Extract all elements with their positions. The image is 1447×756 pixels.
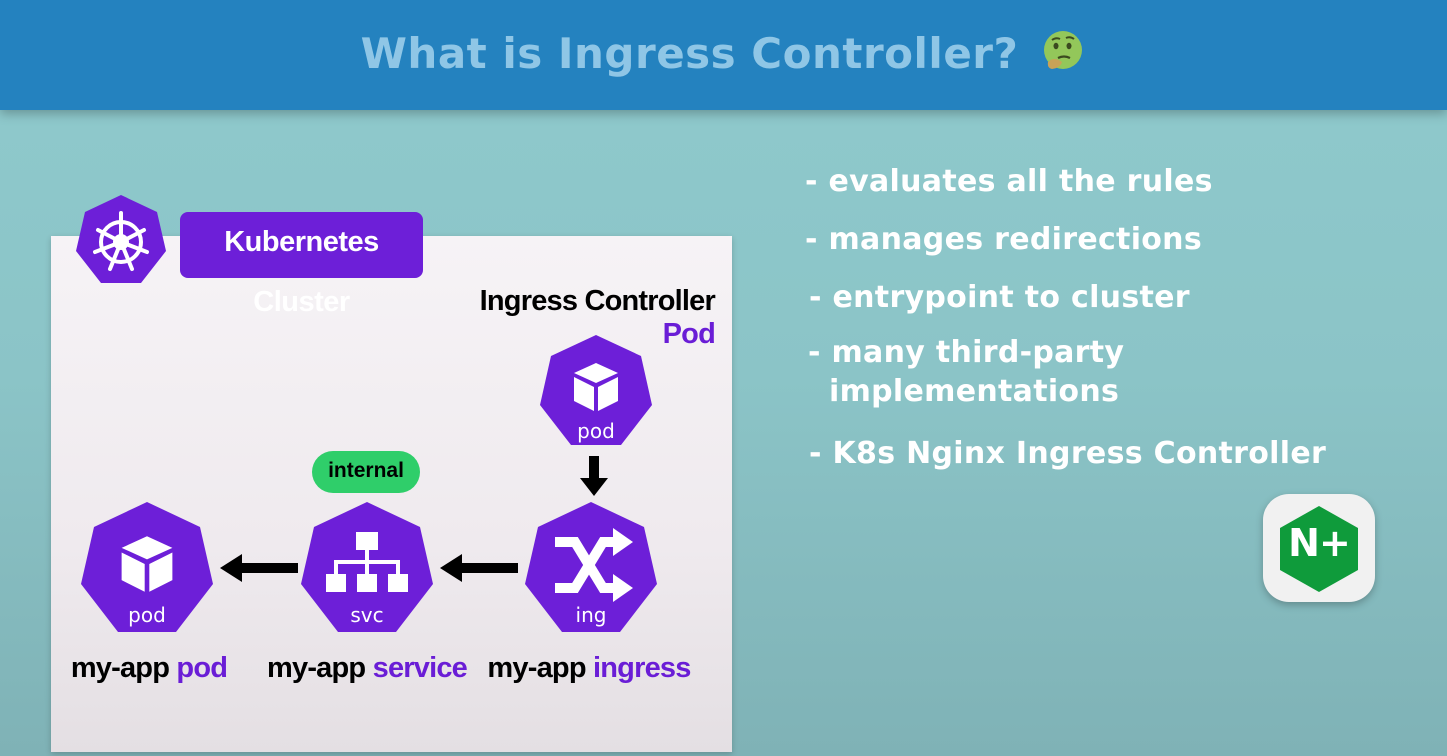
my-app-ingress-label: my-app ingress [484, 652, 694, 685]
service-hierarchy-icon [326, 532, 408, 592]
my-app-ingress-label-accent: ingress [593, 652, 691, 684]
my-app-pod-label-prefix: my-app [70, 652, 170, 684]
kubernetes-cluster-label: Kubernetes Cluster [180, 212, 423, 318]
bullet-item: - many third-party [808, 335, 1125, 370]
my-app-pod-label: my-app pod [57, 652, 241, 685]
header-bar: What is Ingress Controller? [0, 0, 1447, 110]
bullet-item: - manages redirections [805, 222, 1202, 257]
cube-icon [574, 363, 618, 411]
ingress-controller-label-prefix: Ingress Controller [479, 285, 716, 317]
cube-icon [121, 536, 173, 592]
slide-title: What is Ingress Controller? [0, 28, 1447, 84]
controller-pod-icon-label: pod [577, 419, 615, 443]
slide-title-text: What is Ingress Controller? [360, 29, 1019, 78]
my-app-ingress-label-prefix: my-app [487, 652, 586, 684]
bullet-item: - entrypoint to cluster [809, 280, 1190, 315]
my-app-pod-label-accent: pod [176, 652, 228, 684]
ingress-controller-pod-label: Ingress Controller Pod [440, 285, 716, 351]
my-app-service-label: my-app service [262, 652, 472, 685]
bullet-item: - evaluates all the rules [805, 164, 1213, 199]
ingress-controller-pod-node: pod [538, 333, 654, 451]
arrow-down-icon [580, 456, 608, 496]
ingress-controller-label-accent: Pod [662, 318, 716, 350]
kubernetes-cluster-box [51, 236, 732, 752]
my-app-ingress-node: ing [523, 500, 659, 638]
my-app-service-icon-label: svc [350, 603, 384, 627]
my-app-pod-icon-label: pod [128, 603, 166, 627]
thinking-face-icon [1040, 28, 1086, 84]
my-app-service-label-accent: service [372, 652, 468, 684]
my-app-pod-node: pod [79, 500, 215, 638]
shuffle-icon [555, 528, 633, 602]
arrow-left-icon [440, 554, 518, 582]
bullet-item-continuation: implementations [829, 374, 1120, 409]
my-app-service-label-prefix: my-app [267, 652, 366, 684]
my-app-ingress-icon-label: ing [575, 603, 607, 627]
kubernetes-logo-icon [74, 193, 168, 287]
nginx-logo-text: N+ [1288, 521, 1351, 565]
internal-badge: internal [312, 451, 420, 493]
nginx-plus-logo: N+ [1263, 494, 1375, 602]
arrow-left-icon [220, 554, 298, 582]
my-app-service-node: svc [299, 500, 435, 638]
bullet-item: - K8s Nginx Ingress Controller [809, 436, 1327, 471]
